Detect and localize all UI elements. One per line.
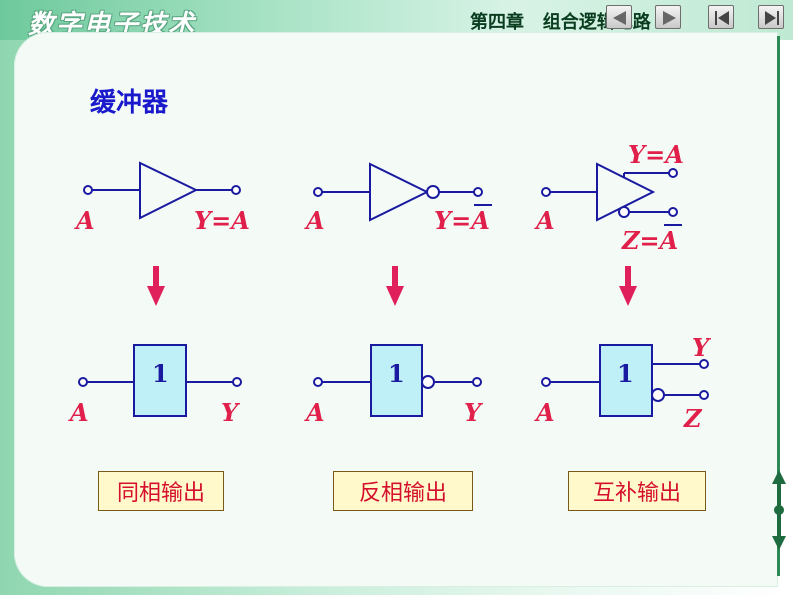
buffer-triangle xyxy=(369,162,430,222)
label-complementary: 互补输出 xyxy=(568,471,706,511)
gate-box xyxy=(133,344,187,417)
symbol-inverting: 1 A Y xyxy=(304,344,484,427)
input-pin xyxy=(78,377,88,387)
gate-label: 1 xyxy=(152,359,169,388)
buffer-inverting: A Y=A xyxy=(304,162,492,235)
input-label: A xyxy=(304,398,325,427)
output-label: Y xyxy=(464,398,484,427)
gate-box xyxy=(599,344,653,417)
output-pin-top xyxy=(699,359,709,369)
next-slide-button[interactable] xyxy=(655,5,681,29)
output-pin xyxy=(472,377,482,387)
down-arrow xyxy=(147,266,165,306)
gate-label: 1 xyxy=(388,359,405,388)
prev-slide-button[interactable] xyxy=(606,5,632,29)
symbol-complementary: 1 A Y Z xyxy=(534,333,712,433)
output-pin-top xyxy=(668,168,678,178)
input-label: A xyxy=(304,206,325,235)
output-top-label: Y=A xyxy=(628,140,684,169)
triangle-right-icon xyxy=(663,11,676,25)
down-arrow xyxy=(386,266,404,306)
input-label: A xyxy=(534,398,555,427)
output-top-label: Y xyxy=(692,333,712,362)
input-label: A xyxy=(74,206,95,235)
gate-box xyxy=(370,344,423,417)
skip-last-icon xyxy=(765,11,779,25)
slide-title: 缓冲器 xyxy=(90,88,169,118)
buffer-triangle xyxy=(139,161,199,220)
output-bottom-label: Z xyxy=(683,404,703,433)
output-pin-bottom xyxy=(699,390,709,400)
input-label: A xyxy=(68,398,89,427)
output-label: Y=A xyxy=(434,206,490,235)
inversion-bubble xyxy=(618,206,630,218)
label-noninverting: 同相输出 xyxy=(98,471,224,511)
side-rule xyxy=(777,36,780,576)
label-inverting: 反相输出 xyxy=(333,471,473,511)
down-arrow xyxy=(619,266,637,306)
output-pin xyxy=(231,185,241,195)
input-pin xyxy=(541,377,551,387)
output-label: Y xyxy=(221,398,241,427)
gate-label: 1 xyxy=(617,359,634,388)
last-slide-button[interactable] xyxy=(758,5,784,29)
inversion-bubble xyxy=(651,388,665,402)
input-pin xyxy=(313,187,323,197)
input-pin xyxy=(541,187,551,197)
triangle-left-icon xyxy=(613,11,626,25)
first-slide-button[interactable] xyxy=(708,5,734,29)
buffer-complementary: A Y=A Z=A xyxy=(534,140,684,255)
input-label: A xyxy=(534,206,555,235)
buffer-noninverting: A Y=A xyxy=(74,161,250,235)
symbol-noninverting: 1 A Y xyxy=(68,344,242,427)
skip-first-icon xyxy=(715,11,729,25)
output-pin-bottom xyxy=(668,207,678,217)
input-pin xyxy=(83,185,93,195)
inversion-bubble xyxy=(421,375,435,389)
output-label: Y=A xyxy=(194,206,250,235)
output-pin xyxy=(473,187,483,197)
side-scroll-ornament xyxy=(772,470,786,550)
inversion-bubble xyxy=(426,185,440,199)
output-pin xyxy=(232,377,242,387)
output-bottom-label: Z=A xyxy=(621,226,678,255)
input-pin xyxy=(313,377,323,387)
